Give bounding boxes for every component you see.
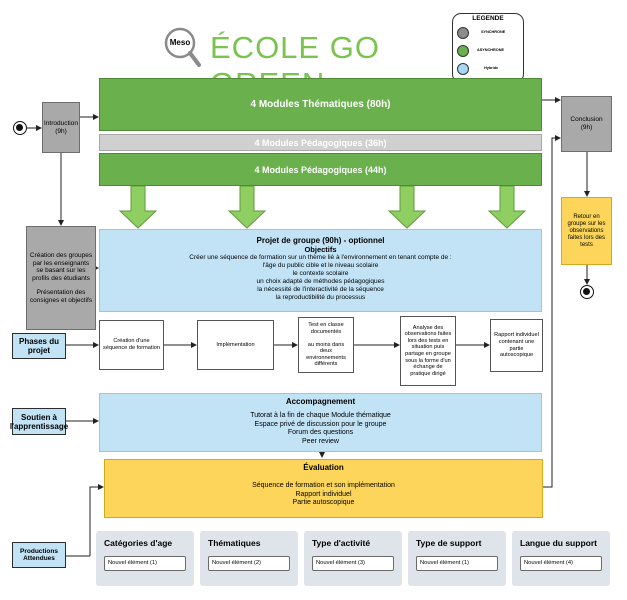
magnifier-icon	[164, 27, 201, 67]
production-card-categories[interactable]: Catégories d'age Nouvel élément (1)	[96, 531, 194, 586]
production-card-type-activite[interactable]: Type d'activité Nouvel élément (3)	[304, 531, 402, 586]
conclusion-hours: (9h)	[580, 124, 593, 131]
evaluation-line: Rapport individuel	[295, 490, 352, 498]
legend-item-synchrone: SYNCHRONE	[457, 27, 521, 41]
accompagnement-title: Accompagnement	[285, 397, 356, 406]
card-field[interactable]: Nouvel élément (4)	[520, 556, 602, 571]
phase-step-4: Analyse des observations faites lors des…	[400, 316, 456, 386]
phase-step-1: Création d'une séquence de formation	[99, 320, 164, 370]
retour-text: Retour en groupe sur les observations fa…	[567, 213, 606, 248]
creation-text-2: Présentation des consignes et objectifs	[29, 289, 93, 304]
logo-text: Meso	[169, 38, 191, 47]
legend-item-hybride: Hybride	[457, 63, 521, 77]
projet-subtitle: Objectifs	[304, 245, 337, 254]
introduction-label: Introduction	[44, 119, 78, 127]
accompagnement-line: Forum des questions	[287, 429, 354, 436]
legend-swatch-hybride	[457, 63, 469, 75]
card-title: Catégories d'age	[104, 538, 173, 548]
modules-thematiques-band: 4 Modules Thématiques (80h)	[99, 78, 542, 131]
phase-step-2: Implémentation	[197, 320, 274, 370]
legend-item-asynchrone: ASYNCHRONE	[457, 45, 521, 59]
card-title: Type d'activité	[312, 538, 371, 548]
green-down-arrows	[118, 185, 527, 229]
projet-title: Projet de groupe (90h) - optionnel	[256, 236, 385, 245]
projet-line: l'âge du public cible et le niveau scola…	[262, 262, 379, 269]
phase-step-5: Rapport individuel contenant une partie …	[490, 319, 543, 372]
projet-line: un choix adapté de méthodes pédagogiques	[256, 278, 385, 285]
projet-box: Projet de groupe (90h) - optionnel Objec…	[99, 229, 542, 312]
modules-pedagogiques-async-label: 4 Modules Pédagogiques (44h)	[254, 164, 387, 175]
card-field[interactable]: Nouvel élément (2)	[208, 556, 290, 571]
accompagnement-box: Accompagnement Tutorat à la fin de chaqu…	[99, 393, 542, 452]
evaluation-line: Séquence de formation et son implémentat…	[252, 482, 395, 489]
introduction-hours: (9h)	[55, 127, 67, 135]
creation-text-1: Création des groupes par les enseignants…	[29, 252, 93, 282]
modules-thematiques-label: 4 Modules Thématiques (80h)	[250, 99, 391, 110]
page-title: ÉCOLE GO GREEN	[210, 30, 380, 101]
evaluation-title: Évaluation	[303, 463, 344, 472]
conclusion-label: Conclusion	[570, 116, 603, 123]
evaluation-line: Partie autoscopique	[292, 499, 355, 506]
productions-label: Productions Attendues	[12, 542, 66, 568]
card-field[interactable]: Nouvel élément (1)	[416, 556, 498, 571]
projet-line: la nécessité de l'interactivité de la sé…	[257, 286, 384, 293]
legend-swatch-synchrone	[457, 27, 469, 39]
introduction-box: Introduction (9h)	[42, 102, 80, 153]
accompagnement-line: Tutorat à la fin de chaque Module thémat…	[250, 412, 391, 419]
card-title: Thématiques	[208, 538, 261, 548]
productions-to-eval-arrow	[89, 484, 104, 520]
modules-pedagogiques-async-band: 4 Modules Pédagogiques (44h)	[99, 153, 542, 186]
accompagnement-line: Peer review	[302, 437, 339, 445]
projet-line: Créer une séquence de formation sur un t…	[189, 254, 452, 261]
evaluation-box: Évaluation Séquence de formation et son …	[104, 459, 543, 518]
retour-box: Retour en groupe sur les observations fa…	[561, 197, 612, 265]
card-field[interactable]: Nouvel élément (1)	[104, 556, 186, 571]
evaluation-to-conclusion-arrow	[543, 135, 561, 488]
production-card-langue-support[interactable]: Langue du support Nouvel élément (4)	[512, 531, 610, 586]
legend-label: ASYNCHRONE	[477, 48, 505, 52]
card-title: Type de support	[416, 538, 482, 548]
phase-step-3: Test en classe documentés au moins dans …	[298, 317, 354, 373]
legend-swatch-asynchrone	[457, 45, 469, 57]
legend-label: Hybride	[484, 66, 499, 70]
legend: LEGENDE SYNCHRONE ASYNCHRONE Hybride	[452, 13, 524, 83]
legend-label: SYNCHRONE	[481, 30, 506, 34]
start-node	[13, 121, 27, 135]
modules-pedagogiques-sync-band: 4 Modules Pédagogiques (36h)	[99, 134, 542, 151]
card-title: Langue du support	[520, 538, 597, 548]
accompagnement-line: Espace privé de discussion pour le group…	[254, 420, 387, 428]
production-card-thematiques[interactable]: Thématiques Nouvel élément (2)	[200, 531, 298, 586]
end-node	[580, 285, 594, 299]
projet-line: la reproductibilité du processus	[275, 294, 366, 301]
modules-pedagogiques-sync-label: 4 Modules Pédagogiques (36h)	[254, 137, 387, 148]
projet-line: le contexte scolaire	[292, 270, 349, 277]
creation-box: Création des groupes par les enseignants…	[26, 226, 96, 330]
production-card-type-support[interactable]: Type de support Nouvel élément (1)	[408, 531, 506, 586]
legend-title: LEGENDE	[472, 15, 504, 22]
soutien-label: Soutien à l'apprentissage	[10, 408, 68, 435]
phases-label: Phases du projet	[12, 333, 66, 359]
conclusion-box: Conclusion (9h)	[561, 96, 612, 152]
meso-logo: Meso	[163, 27, 203, 73]
card-field[interactable]: Nouvel élément (3)	[312, 556, 394, 571]
